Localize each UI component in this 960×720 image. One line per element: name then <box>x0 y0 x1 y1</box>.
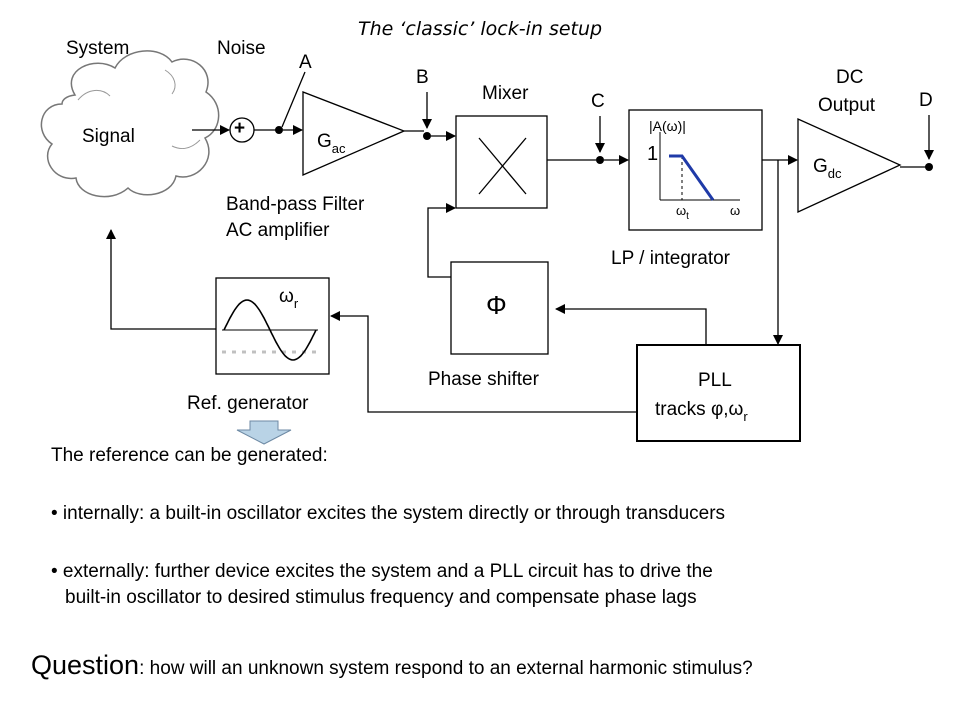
lp-one: 1 <box>647 143 659 165</box>
phase-shifter-box <box>450 261 549 355</box>
question-strong: Question <box>31 650 140 680</box>
diagram-title: The ‘classic’ lock-in setup <box>358 18 603 40</box>
gdc-main: G <box>813 156 828 177</box>
label-lp-integrator: LP / integrator <box>611 248 731 269</box>
label-system: System <box>66 38 130 59</box>
label-d: D <box>919 90 933 111</box>
label-b: B <box>416 67 429 88</box>
node-a-left-dot <box>275 126 283 134</box>
lp-omega-t-sub: t <box>686 211 689 222</box>
gac-main: G <box>317 131 332 152</box>
label-bandpass: Band-pass Filter <box>226 194 365 215</box>
label-noise: Noise <box>217 38 266 59</box>
label-dc: DC <box>836 67 864 88</box>
question-line: Question: how will an unknown system res… <box>31 650 753 681</box>
bullet-external-line2: built-in oscillator to desired stimulus … <box>65 587 697 608</box>
mixer-box <box>455 115 548 209</box>
bullet-internal: • internally: a built-in oscillator exci… <box>51 503 726 524</box>
label-gdc: Gdc <box>813 156 842 181</box>
label-gac: Gac <box>317 131 346 156</box>
pll-tracks-sub: r <box>743 409 748 424</box>
label-a: A <box>299 52 312 73</box>
node-d-dot <box>925 163 933 171</box>
ref-sine-wave <box>223 299 317 361</box>
down-arrow-icon <box>236 420 292 445</box>
label-phi: Φ <box>486 290 507 320</box>
system-cloud <box>40 50 220 198</box>
label-ref-omega: ωr <box>279 286 299 311</box>
question-rest: : how will an unknown system respond to … <box>139 658 753 679</box>
label-ref-generator: Ref. generator <box>187 393 309 414</box>
pll-to-phase-line <box>555 304 707 345</box>
lp-omega: ω <box>730 203 741 218</box>
label-output: Output <box>818 95 876 116</box>
pll-tracks-main: tracks φ,ω <box>655 399 744 420</box>
label-phase-shifter: Phase shifter <box>428 369 539 390</box>
lp-filter-box <box>628 109 763 231</box>
phase-to-mixer-line <box>427 203 456 278</box>
ref-omega-sub: r <box>293 296 299 311</box>
pll-box <box>636 344 801 442</box>
summing-plus: + <box>234 118 246 139</box>
ref-omega-main: ω <box>279 286 294 307</box>
ref-to-system-line <box>106 229 216 330</box>
mixer-cross-2 <box>478 137 527 195</box>
bullet-external-line1: • externally: further device excites the… <box>51 561 713 582</box>
node-b-dot <box>423 132 431 140</box>
node-c-dot <box>596 156 604 164</box>
ref-generator-box <box>215 277 330 375</box>
gdc-sub: dc <box>827 166 842 181</box>
intro-text: The reference can be generated: <box>51 445 328 466</box>
label-pll: PLL <box>698 370 732 391</box>
gac-sub: ac <box>331 141 346 156</box>
label-ac-amplifier: AC amplifier <box>226 220 330 241</box>
label-pll-tracks: tracks φ,ωr <box>655 399 748 424</box>
gac-amplifier-icon <box>302 91 406 176</box>
label-a-pointer <box>281 71 306 128</box>
label-c: C <box>591 91 605 112</box>
lp-omega-t-main: ω <box>676 203 687 218</box>
gdc-amplifier-icon <box>797 117 902 214</box>
label-signal: Signal <box>82 126 135 147</box>
lp-response-curve <box>669 154 715 201</box>
lp-omega-t: ωt <box>676 203 689 222</box>
lp-ylabel: |A(ω)| <box>649 118 686 134</box>
label-mixer: Mixer <box>482 83 529 104</box>
pll-to-ref-line <box>330 311 637 413</box>
